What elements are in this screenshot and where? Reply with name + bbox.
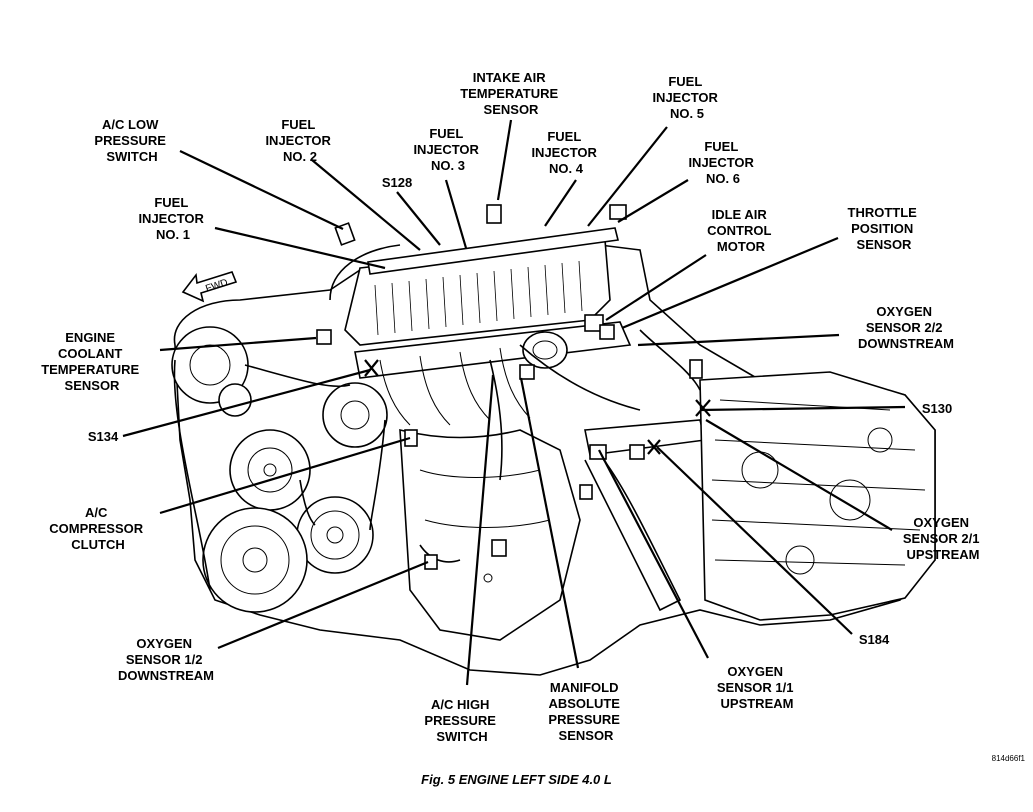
label-oxygen-sensor-1-2: OXYGEN SENSOR 1/2 DOWNSTREAM <box>118 636 214 683</box>
label-ac-compressor-clutch: A/C COMPRESSOR CLUTCH <box>49 505 147 552</box>
splice-markers <box>364 359 711 455</box>
label-intake-air-temperature-sensor: INTAKE AIR TEMPERATURE SENSOR <box>460 70 562 117</box>
figure-code: 814d66f1 <box>991 754 1025 763</box>
engine-illustration <box>171 204 936 676</box>
label-engine-coolant-temperature-sensor: ENGINE COOLANT TEMPERATURE SENSOR <box>41 330 143 393</box>
forward-arrow-icon: FWD <box>181 271 238 303</box>
label-fuel-injector-2: FUEL INJECTOR NO. 2 <box>265 117 334 164</box>
label-throttle-position-sensor: THROTTLE POSITION SENSOR <box>848 205 921 252</box>
label-fuel-injector-5: FUEL INJECTOR NO. 5 <box>652 74 721 121</box>
label-fuel-injector-3: FUEL INJECTOR NO. 3 <box>413 126 482 173</box>
callout-labels: A/C LOW PRESSURE SWITCH FUEL INJECTOR NO… <box>41 70 983 744</box>
label-ac-low-pressure-switch: A/C LOW PRESSURE SWITCH <box>94 117 169 164</box>
label-oxygen-sensor-2-1: OXYGEN SENSOR 2/1 UPSTREAM <box>903 515 983 562</box>
label-s184: S184 <box>859 632 890 647</box>
label-s134: S134 <box>88 429 119 444</box>
label-s130: S130 <box>922 401 952 416</box>
label-oxygen-sensor-1-1: OXYGEN SENSOR 1/1 UPSTREAM <box>717 664 797 711</box>
label-manifold-absolute-pressure-sensor: MANIFOLD ABSOLUTE PRESSURE SENSOR <box>548 680 623 743</box>
label-ac-high-pressure-switch: A/C HIGH PRESSURE SWITCH <box>424 697 499 744</box>
label-oxygen-sensor-2-2: OXYGEN SENSOR 2/2 DOWNSTREAM <box>858 304 954 351</box>
label-s128: S128 <box>382 175 412 190</box>
label-fuel-injector-6: FUEL INJECTOR NO. 6 <box>688 139 757 186</box>
label-fuel-injector-1: FUEL INJECTOR NO. 1 <box>138 195 207 242</box>
label-idle-air-control-motor: IDLE AIR CONTROL MOTOR <box>707 207 775 254</box>
figure-caption: Fig. 5 ENGINE LEFT SIDE 4.0 L <box>421 772 612 787</box>
leader-lines <box>122 119 906 686</box>
label-fuel-injector-4: FUEL INJECTOR NO. 4 <box>531 129 600 176</box>
